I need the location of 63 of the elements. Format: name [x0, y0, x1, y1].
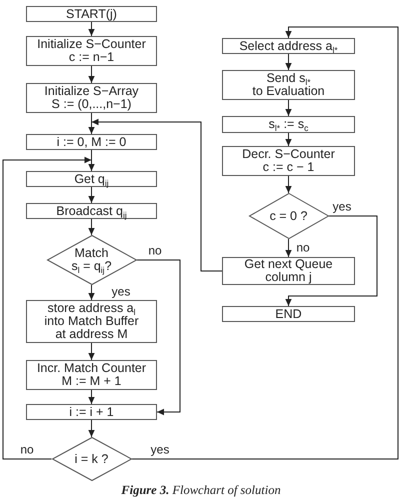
step-text: M := M + 1 — [62, 375, 122, 388]
arrow — [88, 390, 95, 404]
process-box — [26, 203, 157, 219]
figure-caption: Figure 3. Flowchart of solution — [121, 483, 281, 497]
condition-text: i = k ? — [74, 452, 108, 466]
arrow — [285, 100, 292, 116]
step-text: Get next Queue column j — [243, 258, 334, 284]
step-text: s$_{l*}$ := s$_{c}$ — [268, 118, 308, 131]
arrow — [285, 216, 378, 306]
step-text: to Evaluation — [252, 85, 325, 98]
decision-diamond — [52, 437, 132, 481]
step-text: S := (0,...,n−1) — [52, 98, 132, 111]
arrow — [2, 156, 92, 460]
process-box — [26, 83, 157, 113]
arrow — [285, 238, 292, 258]
process-box — [222, 116, 355, 133]
process-box — [222, 257, 355, 285]
process-box — [26, 300, 157, 343]
arrow — [285, 54, 292, 70]
arrow — [88, 420, 95, 438]
process-box — [222, 38, 355, 54]
arrow — [88, 218, 95, 236]
terminal-box — [26, 6, 157, 22]
arrow — [285, 176, 292, 194]
step-text: START(j) — [66, 8, 117, 20]
step-text: Select address a$_{l*}$ — [239, 40, 338, 52]
arrow — [285, 132, 292, 146]
step-text: Initialize S−Array — [44, 85, 139, 98]
step-text: Broadcast q$_{ij}$ — [56, 204, 127, 218]
step-text: c := c − 1 — [262, 161, 314, 174]
step-text: Incr. Match Counter — [36, 362, 146, 375]
condition-text: c = 0 ? — [270, 210, 308, 222]
arrow — [88, 66, 95, 84]
step-text: Send s$_{l*}$ — [266, 72, 311, 85]
decision-diamond — [248, 193, 328, 239]
decision-diamond — [46, 235, 136, 285]
step-text: store address a$_{l}$ into Match Buffer at address M — [43, 302, 140, 341]
condition-text: Match — [74, 247, 109, 260]
arrow — [88, 186, 95, 204]
condition-text: s$_{l}$ = q$_{ij}$? — [71, 260, 112, 273]
terminal-box — [222, 306, 355, 322]
arrow — [136, 260, 180, 416]
arrow — [91, 118, 222, 272]
step-text: Decr. S−Counter — [242, 148, 335, 161]
process-box — [26, 404, 157, 420]
process-box — [26, 360, 157, 390]
arrow — [88, 342, 95, 360]
arrow — [88, 22, 95, 36]
process-box — [26, 134, 157, 150]
arrow — [131, 26, 398, 460]
arrow — [88, 284, 95, 300]
process-box — [222, 70, 355, 100]
step-text: Get q$_{ij}$ — [74, 172, 109, 186]
step-text: END — [275, 308, 302, 320]
step-text: i := 0, M := 0 — [56, 136, 126, 148]
step-text: Initialize S−Counter — [37, 38, 146, 51]
arrow — [88, 150, 95, 172]
step-text: i := i + 1 — [69, 406, 114, 418]
step-text: c := n−1 — [68, 51, 114, 64]
process-box — [26, 36, 157, 66]
process-box — [26, 171, 157, 187]
process-box — [222, 146, 355, 176]
arrow — [88, 112, 95, 134]
